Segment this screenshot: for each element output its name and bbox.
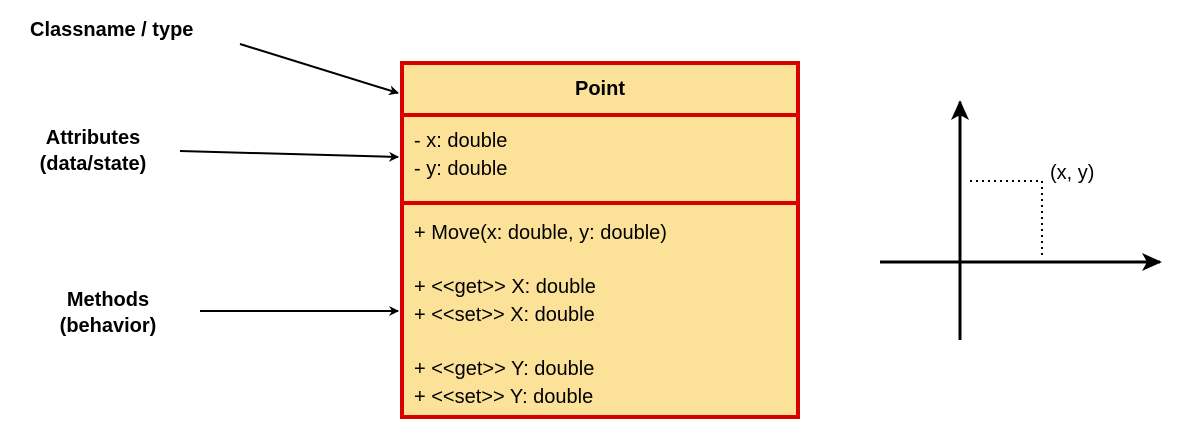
attribute-row: - x: double bbox=[414, 130, 508, 152]
attributes-arrow bbox=[179, 150, 399, 162]
attributes-annotation-line-2: (data/state) bbox=[39, 153, 147, 175]
method-row: + <<get>> X: double bbox=[414, 276, 596, 298]
class-name: Point bbox=[404, 65, 796, 117]
method-row: + <<set>> X: double bbox=[414, 304, 595, 326]
method-row: + <<set>> Y: double bbox=[414, 386, 594, 408]
methods-annotation-line-1: Methods bbox=[66, 289, 150, 311]
methods-annotation-line-2: (behavior) bbox=[59, 315, 157, 337]
attribute-row: - y: double bbox=[414, 158, 508, 180]
method-row: + <<get>> Y: double bbox=[414, 358, 595, 380]
methods-annotation: Methods (behavior) bbox=[38, 287, 178, 339]
method-row: + Move(x: double, y: double) bbox=[414, 222, 667, 244]
classname-annotation: Classname / type bbox=[30, 19, 194, 41]
point-label: (x, y) bbox=[1050, 162, 1095, 184]
classname-arrow bbox=[239, 43, 399, 96]
uml-class-box: Point - x: double - y: double + Move(x: … bbox=[400, 61, 800, 419]
attributes-annotation-line-1: Attributes bbox=[45, 127, 141, 149]
attributes-section: - x: double - y: double bbox=[404, 117, 796, 205]
methods-section: + Move(x: double, y: double) + <<get>> X… bbox=[404, 205, 796, 411]
attributes-annotation: Attributes (data/state) bbox=[18, 125, 168, 177]
